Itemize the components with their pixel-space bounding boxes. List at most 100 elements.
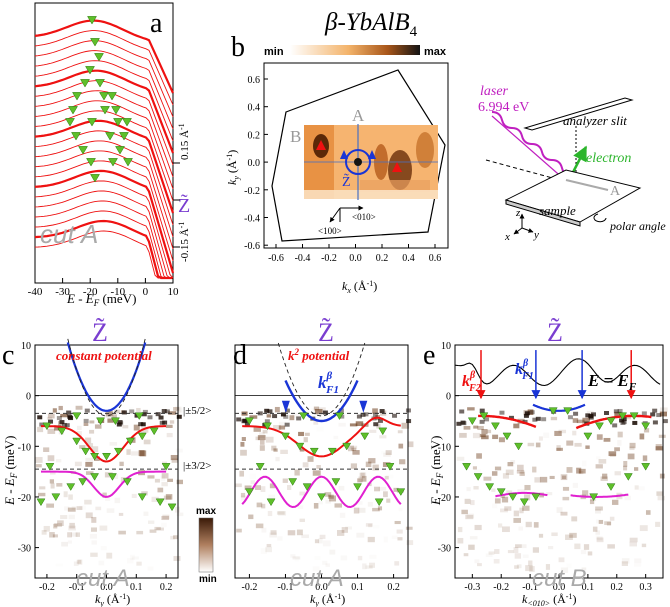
panel-c-header: Z̃	[92, 318, 108, 347]
panel-e-intensity-pixel	[596, 456, 601, 459]
panel-d-bare-band	[277, 342, 366, 417]
panel-e-band-pixel	[460, 420, 466, 425]
panel-b-ytick-label: -0.2	[244, 186, 260, 197]
panel-d-intensity-pixel	[265, 546, 273, 553]
panel-e-intensity-pixel	[469, 536, 478, 540]
panel-d-cut-label: cut A	[290, 565, 344, 592]
panel-d-band-pixel	[373, 422, 379, 427]
panel-c-intensity-pixel	[165, 494, 173, 500]
edc-curve	[34, 30, 174, 106]
panel-c-marker	[113, 447, 123, 456]
panel-e-intensity-pixel	[461, 509, 468, 515]
panel-c-intensity-pixel	[37, 426, 44, 433]
panel-d-marker	[266, 498, 276, 507]
panel-c-marker	[134, 412, 144, 421]
panel-c-intensity-pixel	[102, 492, 107, 498]
panel-d-intensity-pixel	[334, 503, 342, 508]
panel-c-marker	[36, 498, 46, 507]
panel-e-intensity-pixel	[596, 537, 604, 543]
panel-d-intensity-pixel	[357, 555, 363, 561]
panel-b-red-marker-right	[392, 162, 402, 172]
panel-e-marker	[496, 488, 506, 496]
panel-d-marker	[360, 432, 370, 441]
panel-e-intensity-pixel	[521, 544, 527, 549]
panel-c-intensity-pixel	[38, 492, 46, 497]
panel-e-intensity-pixel	[580, 549, 587, 555]
panel-e-intensity-pixel	[474, 559, 480, 564]
panel-b-label-z: Z̃	[342, 173, 351, 190]
panel-e-ylabel: E - EF (meV)	[428, 436, 445, 506]
panel-c-intensity-pixel	[39, 486, 46, 490]
panel-e-band-pixel	[613, 409, 619, 414]
edc-curve	[34, 100, 174, 190]
panel-e-intensity-pixel	[533, 522, 539, 528]
panel-c-marker	[57, 427, 67, 436]
panel-b-xlabel: kx (Å-1)	[342, 279, 377, 295]
panel-e-intensity-pixel	[634, 467, 639, 471]
panel-e-intensity-pixel	[617, 431, 623, 438]
panel-e-intensity-pixel	[558, 429, 567, 434]
panel-d-marker	[255, 463, 265, 471]
panel-d-intensity-pixel	[314, 556, 320, 560]
panel-e-intensity-pixel	[474, 524, 482, 531]
panel-e-intensity-pixel	[543, 433, 549, 438]
panel-e-intensity-pixel	[522, 505, 530, 511]
panel-d-marker	[385, 463, 395, 471]
panel-e-marker	[491, 422, 500, 431]
panel-e-band-pixel	[535, 416, 541, 421]
panel-c-intensity-pixel	[46, 416, 53, 420]
panel-c-intensity-pixel	[85, 462, 93, 467]
panel-e-intensity-pixel	[576, 419, 585, 424]
panel-d-intensity-pixel	[338, 485, 345, 491]
panel-c-band-pixel	[155, 412, 161, 417]
panel-e-intensity-pixel	[598, 459, 607, 464]
panel-c-intensity-pixel	[76, 506, 83, 511]
panel-e-intensity-pixel	[514, 565, 519, 569]
panel-e-band-pixel	[585, 413, 591, 418]
panel-e-marker	[606, 483, 616, 491]
panel-e-intensity-pixel	[514, 553, 522, 559]
panel-a-markers	[65, 16, 133, 183]
panel-e-intensity-pixel	[595, 464, 603, 469]
panel-c-intensity-pixel	[41, 530, 47, 535]
panel-a-marker	[105, 132, 115, 141]
panel-e-intensity-pixel	[477, 425, 484, 431]
panel-b-dir-010: <010>	[352, 212, 376, 222]
panel-d-intensity-pixel	[278, 511, 287, 516]
panel-e-equation: E = EF	[587, 371, 637, 393]
panel-c-band-pixel	[48, 419, 54, 424]
panel-d-intensity-pixel	[377, 506, 383, 511]
panel-d-intensity-pixel	[352, 450, 360, 455]
panel-d-intensity-pixel	[353, 507, 360, 514]
panel-e-intensity-pixel	[658, 434, 666, 438]
panel-c-intensity-pixel	[157, 487, 164, 493]
panel-e-intensity-pixel	[562, 496, 570, 501]
panel-d-intensity-pixel	[273, 425, 282, 430]
panel-c-intensity-pixel	[105, 410, 113, 416]
panel-b-z-point	[354, 158, 362, 166]
panel-a-marker	[108, 158, 118, 167]
panel-e-intensity-pixel	[565, 534, 573, 540]
panel-e-band-pixel	[567, 415, 573, 420]
panel-c-intensity-pixel	[35, 456, 43, 463]
panel-d-intensity-pixel	[358, 507, 366, 513]
panel-e-xtick-label: 0.3	[639, 582, 652, 593]
panel-e-intensity-pixel	[532, 547, 539, 553]
panel-e-intensity-pixel	[483, 476, 492, 481]
panel-c-xtick-label: -0.2	[39, 582, 55, 593]
panel-c-marker	[90, 452, 100, 461]
panel-e-intensity-pixel	[481, 435, 489, 440]
laser-beam	[491, 111, 573, 177]
panel-c-intensity-pixel	[149, 529, 157, 533]
panel-e-intensity-pixel	[476, 453, 482, 459]
panel-d-intensity-pixel	[319, 534, 326, 539]
panel-b-blue-marker-right	[368, 150, 376, 159]
edc-curve	[34, 150, 174, 250]
panel-c-intensity-pixel	[101, 546, 107, 550]
panel-e-intensity-pixel	[513, 547, 519, 554]
panel-c-intensity-pixel	[163, 495, 171, 500]
panel-c-intensity-pixel	[69, 522, 75, 529]
panel-c-marker	[167, 503, 177, 512]
